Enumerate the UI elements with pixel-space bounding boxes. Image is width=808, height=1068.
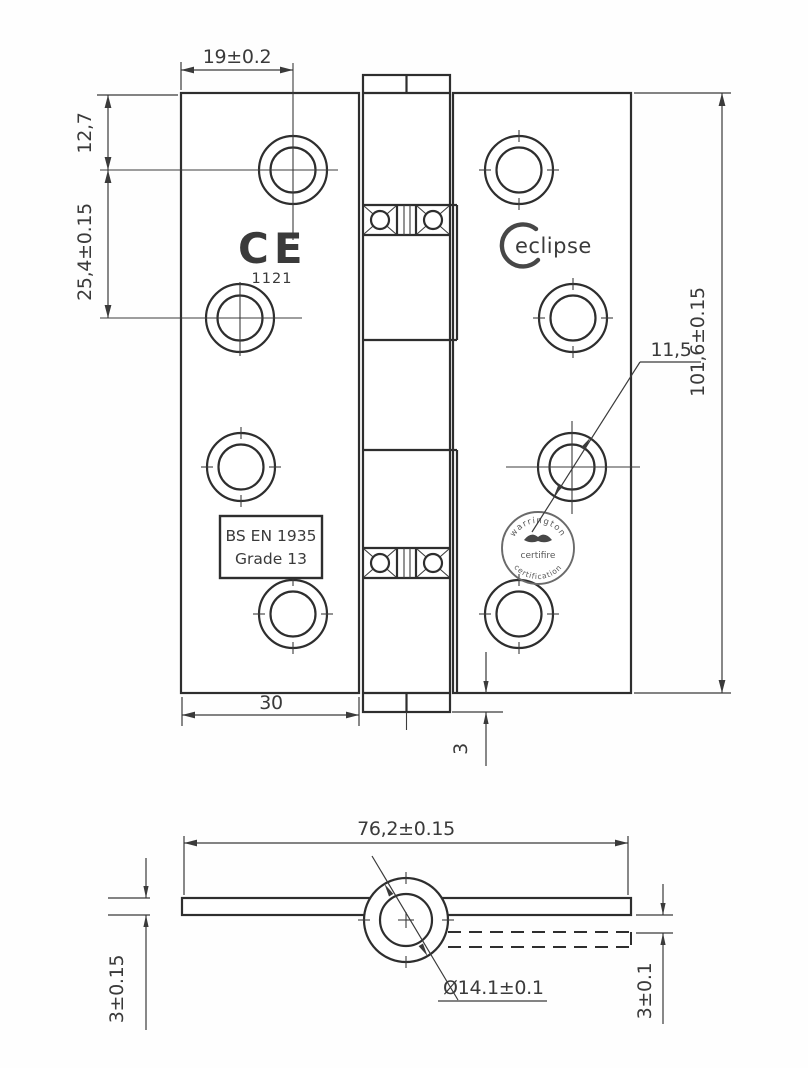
certifire-stamp-middle-text: certifire xyxy=(521,551,556,561)
screw-hole xyxy=(100,282,302,356)
screw-hole xyxy=(479,130,559,210)
ball-bearing-upper xyxy=(363,203,450,237)
screw-hole xyxy=(533,278,613,358)
dim-hole-pitch-label: 25,4±0.15 xyxy=(74,203,96,301)
standard-label-box: BS EN 1935 Grade 13 xyxy=(218,514,324,580)
ball-bearing-lower xyxy=(363,546,450,580)
dim-height: 101,6±0.15 xyxy=(634,92,731,694)
dim-leaf-width: 30 xyxy=(181,692,360,726)
dim-leaf-width-label: 30 xyxy=(259,692,283,714)
dim-hole-dia-label: 11,5 xyxy=(650,339,691,361)
dim-hole-dia: 11,5 xyxy=(531,339,701,533)
dim-hole-pitch: 25,4±0.15 xyxy=(74,170,112,318)
dimensions: 19±0.2 12,7 25,4±0.15 101,6±0.15 11,5 xyxy=(74,46,731,1030)
standard-label-line2: Grade 13 xyxy=(235,550,307,568)
folded-leaf-hidden-lines xyxy=(448,931,632,948)
screw-hole-dimensioned xyxy=(506,421,640,514)
dim-top-hole-offset-label: 19±0.2 xyxy=(203,46,272,68)
eclipse-logo: eclipse xyxy=(499,222,592,269)
dim-knuckle-protrusion: 3 xyxy=(450,652,503,766)
dim-knuckle-dia: Ø14.1±0.1 xyxy=(371,855,547,1002)
dim-second-leaf-gap: 3±0.1 xyxy=(634,884,673,1024)
dim-hole-top-label: 12,7 xyxy=(74,112,96,153)
screw-hole xyxy=(479,574,559,654)
standard-label-line1: BS EN 1935 xyxy=(226,527,317,545)
dim-second-leaf-gap-label: 3±0.1 xyxy=(634,963,656,1020)
dim-leaf-thickness: 3±0.15 xyxy=(106,858,150,1030)
eclipse-brand-label: eclipse xyxy=(515,234,592,258)
dim-open-width: 76,2±0.15 xyxy=(183,818,629,895)
screw-hole xyxy=(253,574,333,654)
dim-hole-top: 12,7 xyxy=(74,94,178,170)
side-view xyxy=(180,872,633,968)
dim-knuckle-protrusion-label: 3 xyxy=(450,743,472,755)
eclipse-crescent-icon xyxy=(499,222,541,269)
dim-height-label: 101,6±0.15 xyxy=(687,287,709,397)
screw-hole xyxy=(201,427,281,507)
screw-hole xyxy=(100,63,338,240)
certifire-bird-icon xyxy=(524,534,552,543)
ce-notified-body-number: 1121 xyxy=(252,271,293,287)
ce-mark: CE xyxy=(238,224,308,273)
left-leaf xyxy=(179,91,361,695)
right-leaf xyxy=(451,91,633,695)
knuckle-barrel xyxy=(361,73,459,730)
dim-top-hole-offset: 19±0.2 xyxy=(180,46,293,90)
dim-leaf-thickness-label: 3±0.15 xyxy=(106,955,128,1024)
knuckle-section xyxy=(358,872,454,968)
front-view: CE 1121 eclipse BS EN 1935 Grade 13 warr… xyxy=(100,63,640,730)
dim-open-width-label: 76,2±0.15 xyxy=(357,818,455,840)
dim-knuckle-dia-label: Ø14.1±0.1 xyxy=(443,977,544,999)
